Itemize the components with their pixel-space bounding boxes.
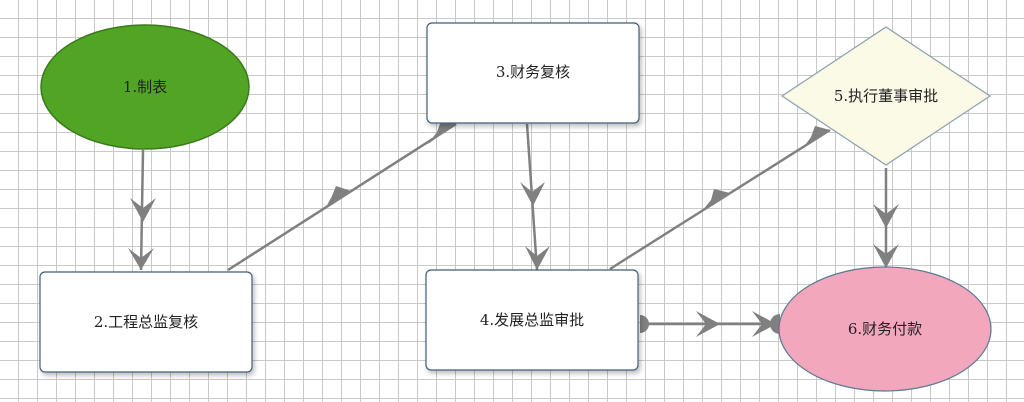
node-zhixing-dongshi-shenpi[interactable]: 5.执行董事审批 [780, 26, 992, 166]
node-zhixing-label: 5.执行董事审批 [834, 87, 938, 105]
edge-3-to-4[interactable] [520, 123, 550, 271]
node-gongcheng-zongjian-fuhe[interactable]: 2.工程总监复核 [39, 271, 253, 373]
node-caiwu-fukuan-shape [778, 266, 992, 392]
node-caiwu-fukuan[interactable]: 6.财务付款 [778, 266, 992, 392]
node-zhixing-shape [780, 26, 992, 166]
edge-5-to-6[interactable] [873, 168, 899, 268]
node-gongcheng-label: 2.工程总监复核 [94, 313, 198, 331]
edge-1-to-2[interactable] [128, 149, 156, 271]
node-caiwu-fukuan-label: 6.财务付款 [848, 320, 922, 338]
node-fazhan-shape [425, 269, 639, 371]
edge-end-dot [770, 314, 780, 334]
node-caiwu-fuhe[interactable]: 3.财务复核 [426, 22, 640, 124]
node-zhibiao-label: 1.制表 [123, 78, 167, 96]
edge-4-to-5[interactable] [609, 126, 831, 271]
edge-start-dot [640, 315, 649, 333]
node-caiwu-fuhe-shape [426, 22, 640, 124]
node-caiwu-fuhe-label: 3.财务复核 [496, 63, 570, 81]
node-fazhan-zongjian-shenpi[interactable]: 4.发展总监审批 [425, 269, 639, 371]
node-zhibiao-shape [40, 24, 250, 150]
node-fazhan-label: 4.发展总监审批 [480, 311, 584, 329]
node-gongcheng-shape [39, 271, 253, 373]
edge-4-to-6[interactable] [640, 311, 780, 337]
node-zhibiao[interactable]: 1.制表 [40, 24, 250, 150]
edge-2-to-3[interactable] [227, 121, 457, 272]
edges [128, 121, 899, 337]
